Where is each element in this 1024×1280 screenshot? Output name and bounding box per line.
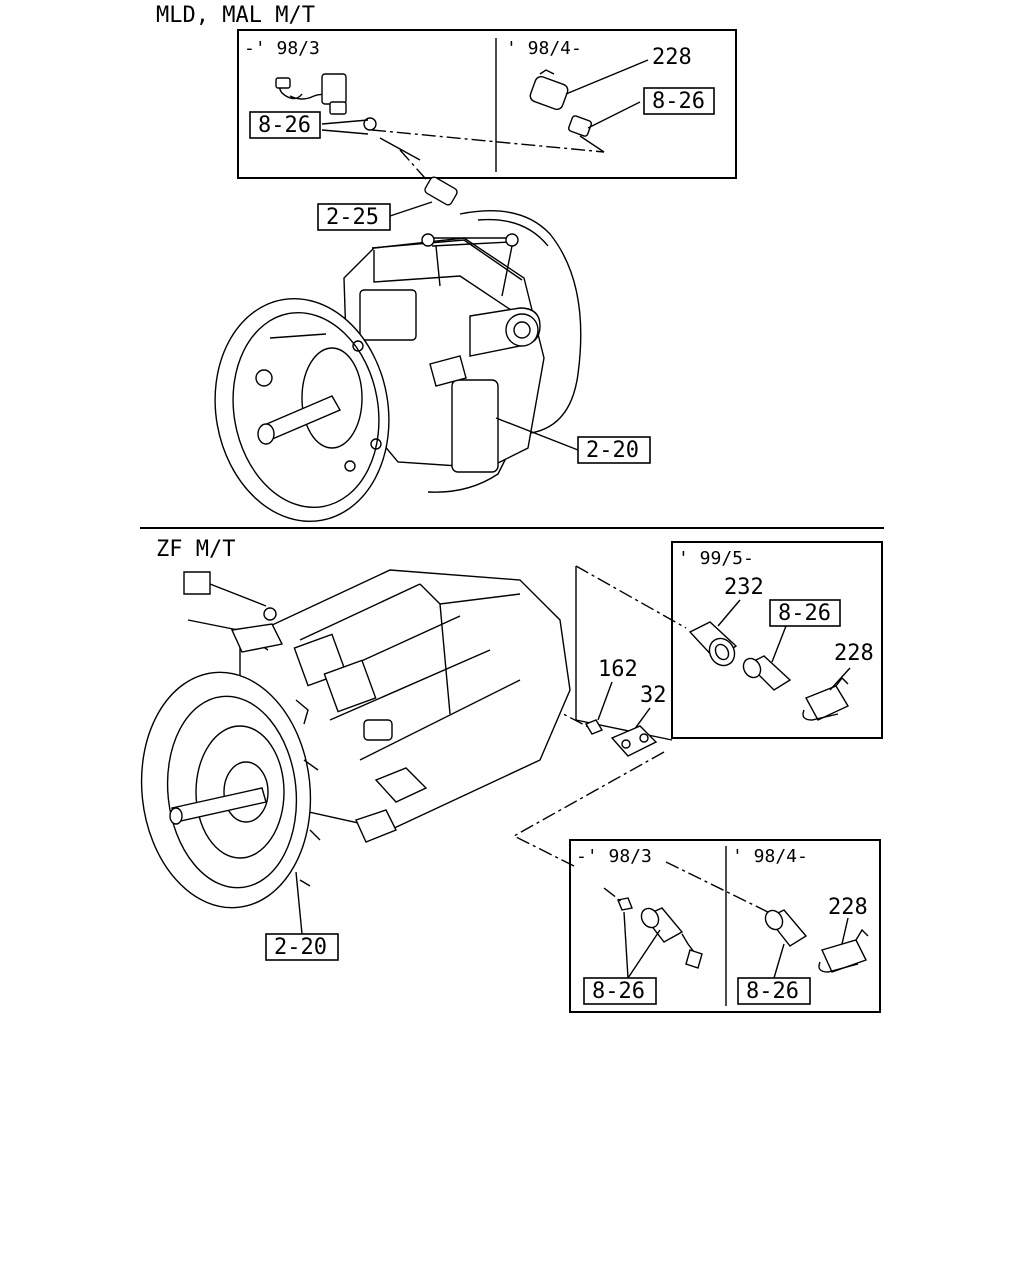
ref-tag-top-right-text: 8-26 [652,89,705,114]
section-title-zf: ZF M/T [156,537,235,562]
nut-162 [584,719,604,735]
ref-tag-top-right: 8-26 [643,87,715,115]
speed-sensor-with-harness [275,73,377,131]
sensor-plug [424,176,458,206]
zf-inset-right-box: ' 99/5- 232 8-26 228 [671,541,883,739]
ref-tag-2-20-zf-text: 2-20 [274,935,327,960]
ref-tag-zf-bottom-left: 8-26 [583,977,657,1005]
ref-tag-2-20-zf: 2-20 [265,871,339,961]
ref-tag-2-25: 2-25 [317,201,433,231]
zf-inset-right-period: ' 99/5- [678,548,754,569]
ref-tag-zf-bottom-left-text: 8-26 [592,979,645,1004]
ref-tag-2-25-text: 2-25 [326,205,379,230]
ref-tag-zf-right: 8-26 [769,599,841,627]
top-inset-part-228: 228 [652,45,692,70]
zf-inset-bottom-part-228: 228 [828,895,868,920]
zf-part-162: 162 [598,657,638,682]
zf-transmission [140,569,571,909]
zf-part-32: 32 [640,683,667,708]
zf-inset-bottom-left-period: -' 98/3 [576,846,652,867]
zf-inset-bottom-box: -' 98/3 ' 98/4- 228 8-26 8-26 [569,839,881,1013]
zf-part-232: 232 [724,575,764,600]
flange-32 [610,725,658,757]
top-inset-left-period: -' 98/3 [244,38,320,59]
mld-mal-transmission [214,210,582,523]
zf-inset-bottom-right-period: ' 98/4- [732,846,808,867]
speed-sensor-228 [529,69,592,137]
ref-tag-zf-right-text: 8-26 [778,601,831,626]
ref-tag-zf-bottom-right: 8-26 [737,977,811,1005]
ref-tag-top-left: 8-26 [249,111,321,139]
ref-tag-2-20-top-text: 2-20 [586,438,639,463]
ref-tag-2-20-top: 2-20 [495,417,651,464]
ref-tag-zf-bottom-right-text: 8-26 [746,979,799,1004]
top-inset-right-period: ' 98/4- [506,38,582,59]
top-inset-box: -' 98/3 ' 98/4- 228 8-26 [237,29,737,179]
ref-tag-top-left-text: 8-26 [258,113,311,138]
zf-inset-right-part-228: 228 [834,641,874,666]
section-title-mld-mal: MLD, MAL M/T [156,3,315,28]
